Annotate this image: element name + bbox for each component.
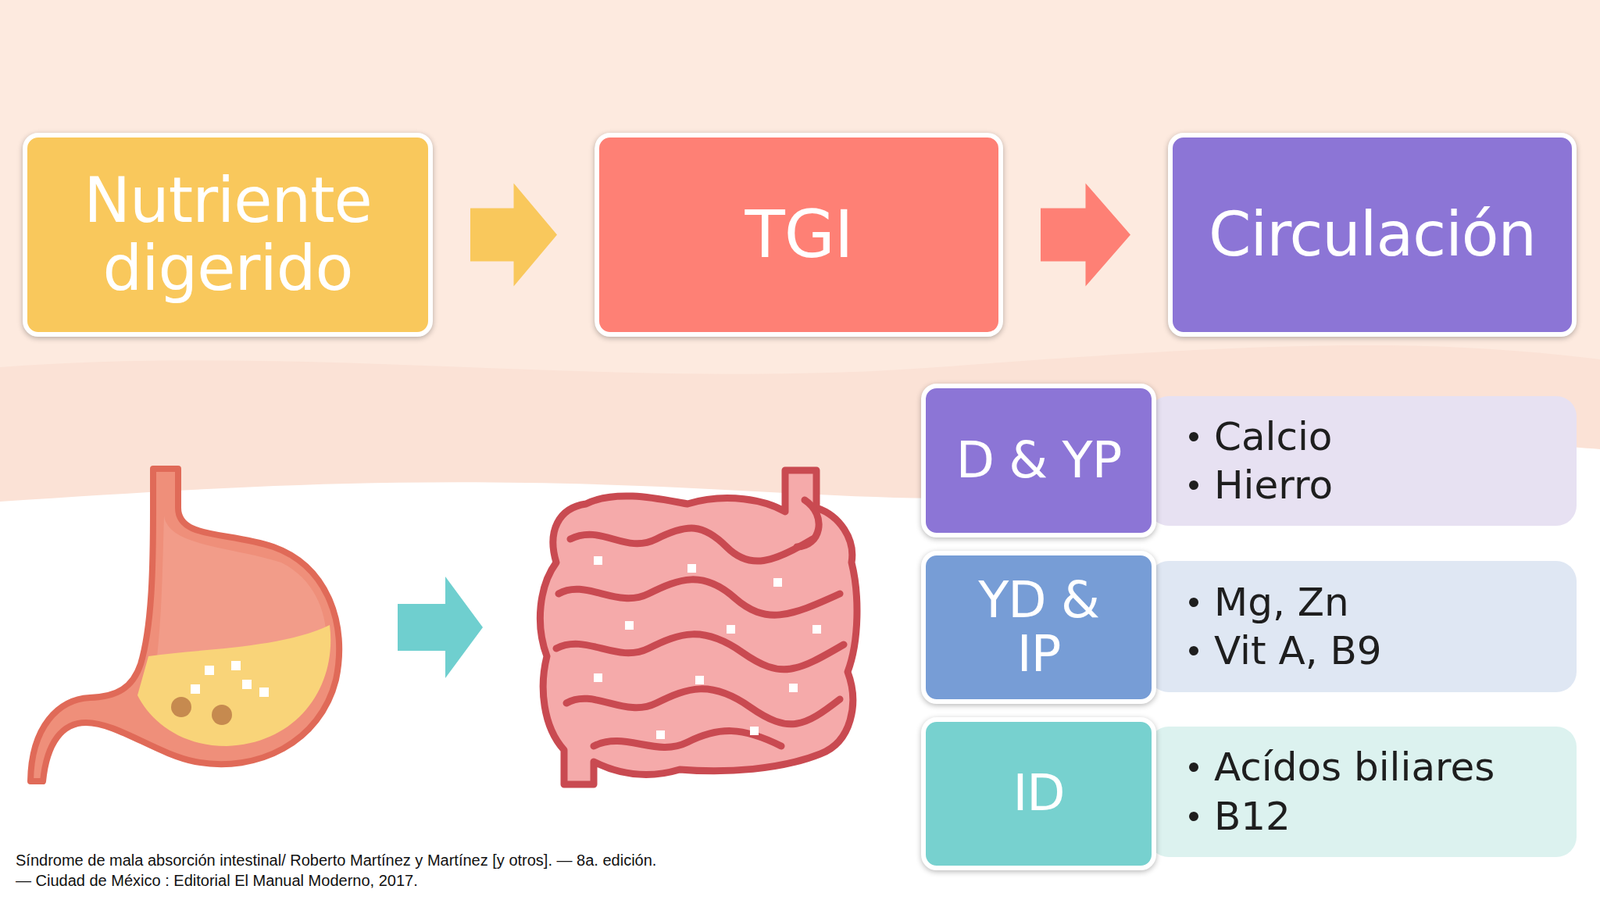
- item-text: Vit A, B9: [1214, 626, 1383, 676]
- stomach-content: [137, 625, 331, 747]
- item-list-box: Mg, ZnVit A, B9: [1148, 560, 1577, 693]
- category-box: ID: [921, 717, 1157, 871]
- intestine-fold: [558, 579, 840, 615]
- item-text: Calcio: [1214, 412, 1333, 462]
- intestine-dot: [625, 621, 634, 630]
- process-box: TGI: [594, 132, 1004, 337]
- intestine-fold: [570, 528, 813, 561]
- intestine-dots: [593, 556, 822, 740]
- item-text: B12: [1214, 792, 1291, 842]
- box-label: Nutriente digerido: [32, 167, 424, 303]
- intestine-fold: [796, 500, 819, 547]
- intestine-illustration: [539, 470, 858, 785]
- food-dot: [171, 696, 192, 718]
- stomach-illustration: [30, 468, 340, 782]
- box-label: YD & IP: [960, 573, 1118, 682]
- list-item: Calcio: [1189, 412, 1333, 462]
- box-label: Circulación: [1208, 201, 1536, 268]
- stomach-outline: [30, 468, 340, 782]
- intestine-fold: [566, 689, 840, 725]
- item-list-box: CalcioHierro: [1148, 396, 1577, 526]
- wave-band: [0, 345, 1600, 900]
- bullet-mark: [1189, 480, 1199, 490]
- box-label: TGI: [744, 199, 853, 271]
- list-item: Hierro: [1189, 460, 1333, 511]
- box-label: D & YP: [956, 433, 1122, 488]
- box-label: ID: [1012, 766, 1065, 821]
- item-list-box: Acídos biliaresB12: [1148, 726, 1577, 858]
- list-item: Acídos biliares: [1189, 742, 1495, 793]
- intestine-outline: [539, 470, 858, 785]
- bullet-mark: [1189, 762, 1199, 772]
- process-box: Circulación: [1167, 132, 1577, 337]
- food-dot: [204, 665, 215, 675]
- intestine-dot: [593, 556, 603, 565]
- food-dot: [259, 687, 269, 697]
- block-arrow: [1040, 183, 1131, 287]
- intestine-dot: [656, 730, 665, 740]
- intestine-dot: [695, 675, 704, 685]
- bullet-mark: [1189, 811, 1199, 822]
- list-item: Mg, Zn: [1189, 578, 1350, 628]
- bullet-mark: [1189, 432, 1199, 442]
- flow-arrow: [397, 576, 483, 679]
- category-box: YD & IP: [921, 550, 1157, 704]
- food-dot: [231, 660, 241, 671]
- item-text: Mg, Zn: [1214, 578, 1350, 628]
- bullet-mark: [1189, 646, 1199, 656]
- item-text: Hierro: [1214, 460, 1333, 511]
- process-box: Nutriente digerido: [22, 132, 433, 337]
- item-text: Acídos biliares: [1214, 742, 1495, 793]
- food-dot: [211, 704, 233, 725]
- intestine-dot: [750, 726, 759, 736]
- intestine-dot: [687, 564, 697, 573]
- food-dot: [242, 679, 252, 690]
- intestine-dot: [773, 578, 783, 587]
- category-box: D & YP: [921, 383, 1157, 538]
- block-arrow: [470, 183, 558, 287]
- intestine-dot: [812, 625, 822, 634]
- food-dot: [190, 684, 200, 694]
- intestine-dot: [593, 673, 603, 683]
- list-item: Vit A, B9: [1189, 626, 1383, 676]
- bullet-mark: [1189, 597, 1199, 608]
- intestine-fold: [556, 634, 844, 670]
- list-item: B12: [1189, 792, 1291, 842]
- intestine-dot: [789, 683, 798, 693]
- intestine-dot: [726, 625, 736, 634]
- citation-caption: Síndrome de mala absorción intestinal/ R…: [15, 850, 672, 891]
